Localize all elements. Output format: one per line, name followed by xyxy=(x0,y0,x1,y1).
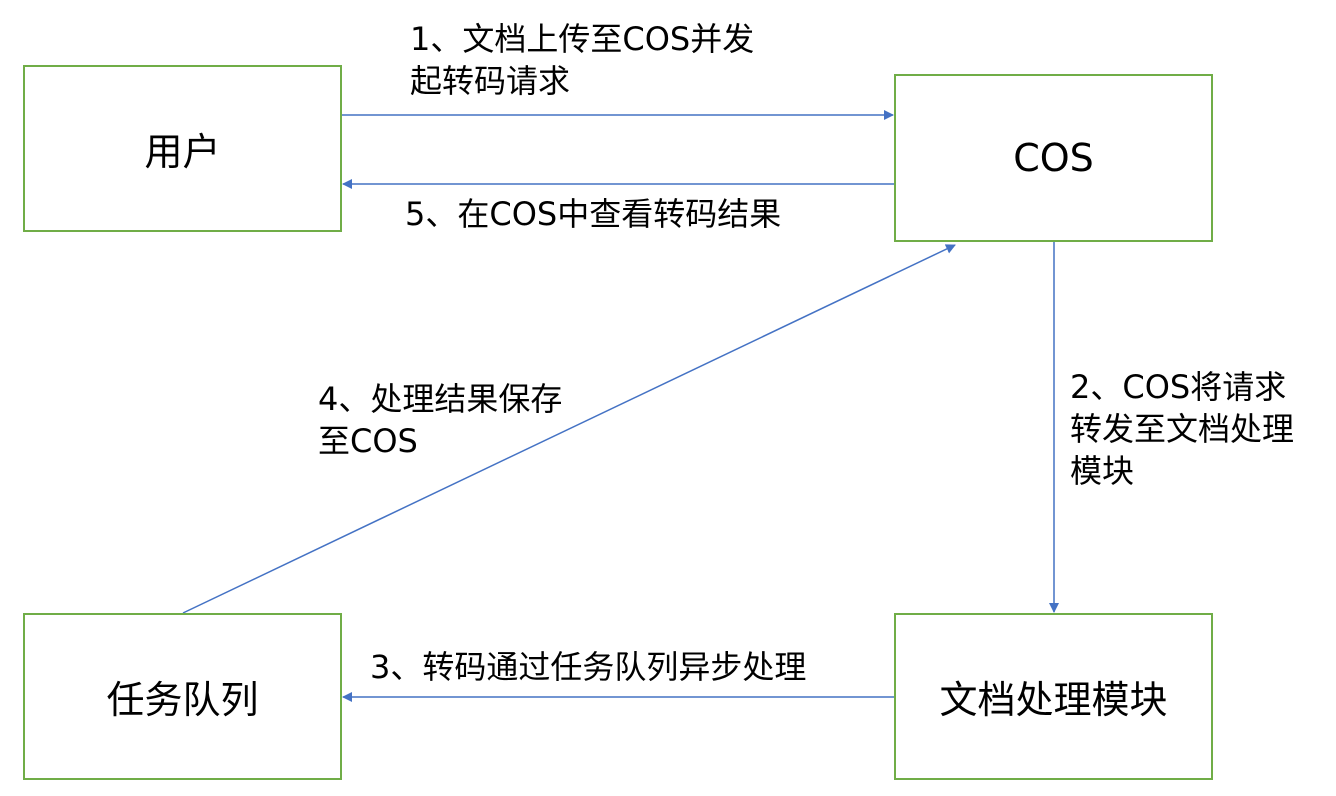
step-2-label: 2、COS将请求 转发至文档处理 模块 xyxy=(1070,368,1295,490)
step-5-label: 5、在COS中查看转码结果 xyxy=(405,195,782,233)
node-task-queue-label: 任务队列 xyxy=(106,678,259,722)
node-doc-processing-module-label: 文档处理模块 xyxy=(939,678,1168,722)
step-1-label: 1、文档上传至COS并发 起转码请求 xyxy=(410,20,755,100)
node-user: 用户 xyxy=(23,65,342,232)
arrow-queue-to-cos xyxy=(182,244,956,614)
step-4-label: 4、处理结果保存 至COS xyxy=(318,380,563,460)
node-user-label: 用户 xyxy=(144,130,221,174)
node-cos: COS xyxy=(894,74,1213,242)
step-3-label: 3、转码通过任务队列异步处理 xyxy=(370,648,807,686)
node-doc-processing-module: 文档处理模块 xyxy=(894,613,1213,780)
node-cos-label: COS xyxy=(1013,136,1094,180)
node-task-queue: 任务队列 xyxy=(23,613,342,780)
